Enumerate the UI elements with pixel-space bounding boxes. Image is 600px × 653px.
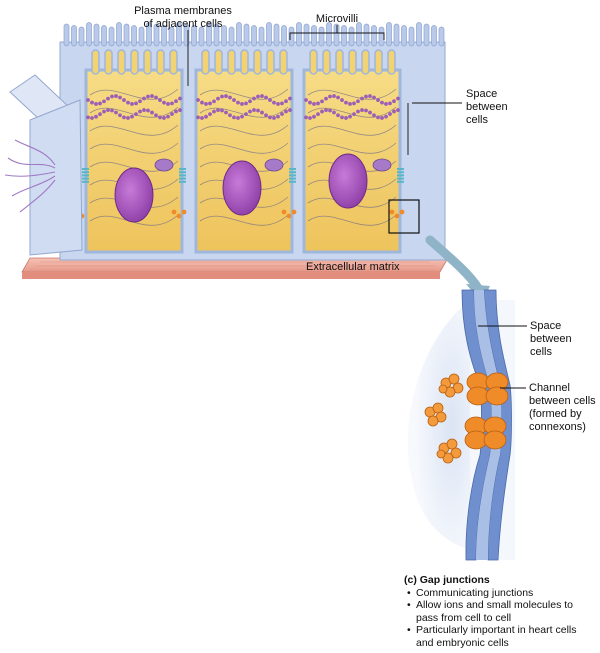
microvillus <box>93 23 100 47</box>
microvillus <box>281 25 287 47</box>
microvillus <box>431 25 437 47</box>
microvillus <box>386 22 392 47</box>
label-space-top-3: cells <box>466 114 489 126</box>
microvillus <box>341 25 347 47</box>
microvillus <box>78 26 85 47</box>
caption-title: (c) Gap junctions <box>404 574 490 586</box>
microvillus <box>191 25 197 47</box>
caption-bullets: Communicating junctions Allow ions and s… <box>404 587 596 650</box>
microvillus <box>438 26 445 47</box>
label-space-top-1: Space <box>466 88 497 100</box>
microvillus <box>63 23 70 47</box>
connexon-channels <box>464 372 509 450</box>
microvillus <box>311 25 317 47</box>
label-space-detail-2: between <box>530 333 572 345</box>
microvillus <box>423 23 430 47</box>
label-space-detail-1: Space <box>530 320 561 332</box>
label-space-top-2: between <box>466 101 508 113</box>
label-microvilli: Microvilli <box>316 13 358 25</box>
microvillus <box>326 22 332 47</box>
microvillus <box>101 25 107 47</box>
microvillus <box>408 26 415 47</box>
microvillus <box>198 26 205 47</box>
microvillus <box>378 26 385 47</box>
microvillus <box>363 23 370 47</box>
microvillus <box>236 22 242 47</box>
caption: (c) Gap junctions Communicating junction… <box>404 574 596 649</box>
microvillus <box>86 22 92 47</box>
label-space-detail-3: cells <box>530 346 553 358</box>
label-plasma-membranes-2: of adjacent cells <box>144 18 223 30</box>
microvillus <box>393 23 400 47</box>
zoom-arrow <box>425 235 483 293</box>
microvillus <box>273 23 280 47</box>
microvilli <box>63 22 445 47</box>
nucleus <box>328 153 368 209</box>
caption-bullet-2: Allow ions and small molecules to pass f… <box>407 599 596 624</box>
microvillus <box>243 23 250 47</box>
gap-junction-selection-box <box>388 199 420 234</box>
microvillus <box>108 26 115 47</box>
microvillus <box>221 25 227 47</box>
microvillus <box>116 22 122 47</box>
gap-junction-detail <box>407 289 515 561</box>
connexon-rosettes <box>424 373 464 464</box>
nucleus <box>114 167 154 223</box>
microvillus <box>213 23 220 47</box>
microvillus <box>258 26 265 47</box>
microvillus <box>348 26 355 47</box>
label-channel-3: (formed by <box>529 408 582 420</box>
label-plasma-membranes-1: Plasma membranes <box>134 5 232 17</box>
microvillus <box>333 23 340 47</box>
microvillus <box>71 25 77 47</box>
label-extracellular-matrix: Extracellular matrix <box>306 261 400 273</box>
microvillus <box>153 23 160 47</box>
label-channel-1: Channel <box>529 382 570 394</box>
labels: Plasma membranes of adjacent cells Micro… <box>134 5 596 433</box>
leader-lines <box>187 25 527 389</box>
microvillus <box>288 26 295 47</box>
microvillus <box>146 22 152 47</box>
microvillus <box>131 25 137 47</box>
protruding-filaments <box>4 139 56 213</box>
microvillus <box>206 22 212 47</box>
microvillus <box>296 22 302 47</box>
microvillus <box>356 22 362 47</box>
microvillus <box>123 23 130 47</box>
microvillus <box>251 25 257 47</box>
microvillus <box>416 22 422 47</box>
microvillus <box>176 22 182 47</box>
microvillus <box>318 26 325 47</box>
microvillus <box>168 26 175 47</box>
cell <box>194 49 297 254</box>
microvillus <box>266 22 272 47</box>
label-channel-2: between cells <box>529 395 596 407</box>
tissue-block <box>4 22 449 279</box>
cell <box>84 49 187 254</box>
microvillus <box>303 23 310 47</box>
caption-bullet-3: Particularly important in heart cells an… <box>407 624 596 649</box>
caption-bullet-1: Communicating junctions <box>407 587 596 600</box>
label-channel-4: connexons) <box>529 421 586 433</box>
cell <box>302 49 405 254</box>
microvillus <box>401 25 407 47</box>
microvillus <box>371 25 377 47</box>
microvillus <box>161 25 167 47</box>
microvillus <box>138 26 145 47</box>
cells <box>57 49 405 254</box>
microvillus <box>228 26 235 47</box>
nucleus <box>222 160 262 216</box>
